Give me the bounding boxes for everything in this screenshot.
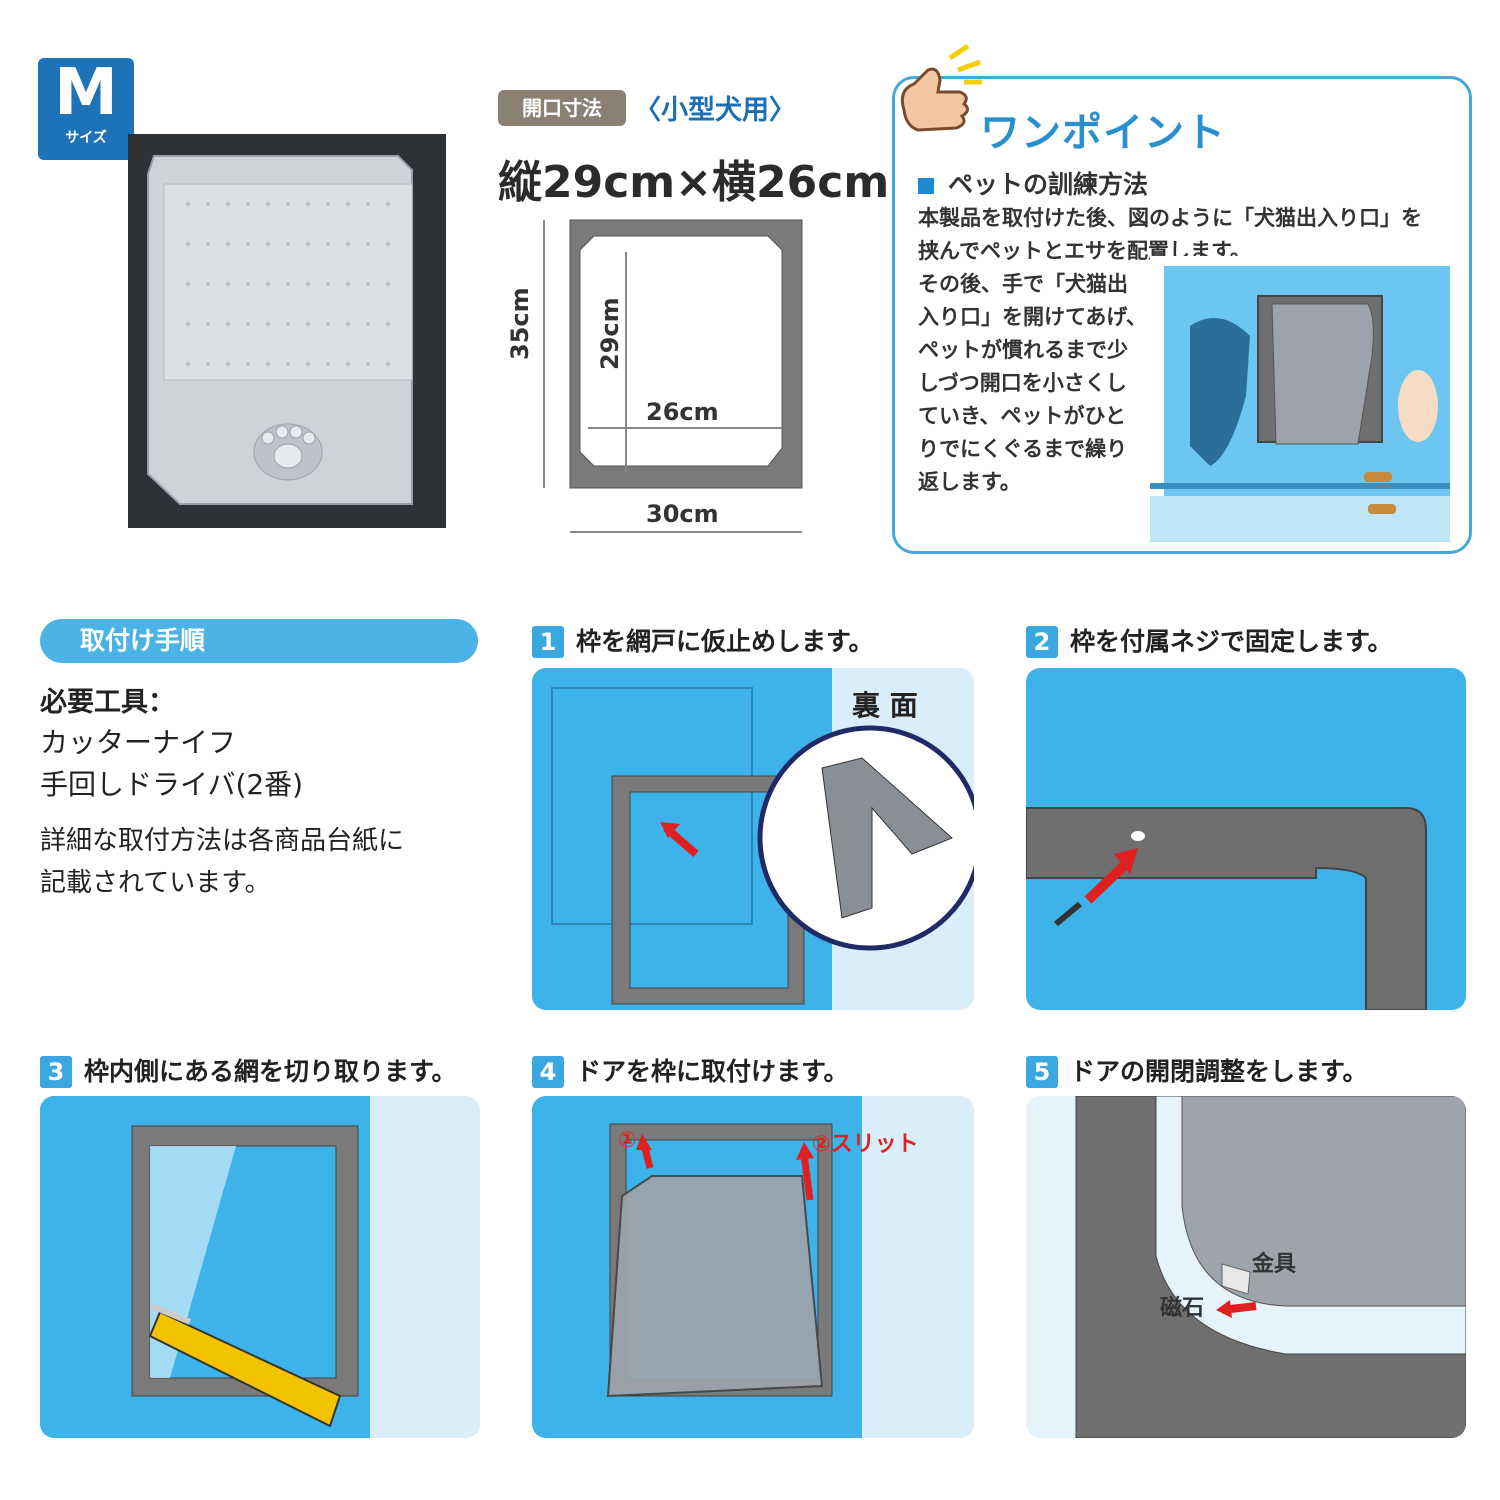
opening-tag: 開口寸法	[498, 90, 626, 126]
step-text: 枠内側にある網を切り取ります。	[84, 1057, 457, 1086]
use-label: 〈小型犬用〉	[634, 95, 796, 126]
tip-line-5: ペットが慣れるまで少	[918, 338, 1128, 362]
training-heading: ペットの訓練方法	[918, 165, 1148, 201]
step-5-heading: 5 ドアの開閉調整をします。	[1026, 1052, 1368, 1088]
tool-item: 手回しドライバ(2番)	[40, 768, 304, 801]
step-number: 5	[1026, 1056, 1058, 1088]
door-product-image	[128, 134, 446, 528]
tools-label: 必要工具：	[40, 687, 175, 718]
step-4-illustration	[532, 1096, 974, 1438]
step-3-illustration	[40, 1096, 480, 1438]
magnet-label: 磁石	[1160, 1296, 1205, 1321]
paw-icon	[253, 423, 323, 481]
tip-line-1: 本製品を取付けた後、図のように「犬猫出入り口」を	[918, 206, 1422, 230]
step-4-heading: 4 ドアを枠に取付けます。	[532, 1052, 849, 1088]
step-text: ドアを枠に取付けます。	[576, 1057, 849, 1086]
tip-line-4: 入り口」を開けてあげ、	[918, 305, 1147, 329]
size-badge: M サイズ	[38, 58, 134, 160]
detail-note: 詳細な取付方法は各商品台紙に 記載されています。	[40, 820, 404, 904]
callout-1: ①	[618, 1128, 637, 1153]
step-2-heading: 2 枠を付属ネジで固定します。	[1026, 622, 1393, 658]
step-text: 枠を網戸に仮止めします。	[576, 627, 874, 656]
step-text: 枠を付属ネジで固定します。	[1070, 627, 1393, 656]
inner-height-label: 29cm	[596, 297, 624, 370]
step-1-heading: 1 枠を網戸に仮止めします。	[532, 622, 874, 658]
size-sub: サイズ	[65, 130, 107, 146]
tip-line-8: りでにくぐるまで繰り	[918, 437, 1128, 461]
tip-line-6: しづつ開口を小さくし	[918, 371, 1127, 395]
step-number: 4	[532, 1056, 564, 1088]
bracket-label: 金具	[1252, 1252, 1297, 1277]
step-5-illustration	[1026, 1096, 1466, 1438]
tip-line-9: 返します。	[918, 470, 1021, 494]
outer-height-label: 35cm	[506, 287, 534, 360]
step-number: 1	[532, 626, 564, 658]
opening-dimensions: 縦29cm×横26cm	[498, 157, 890, 208]
thumbs-up-icon	[900, 43, 982, 132]
detail-line: 記載されています。	[40, 868, 271, 898]
step-3-heading: 3 枠内側にある網を切り取ります。	[40, 1052, 457, 1088]
tools-list: カッターナイフ 手回しドライバ(2番)	[40, 722, 303, 806]
outer-width-label: 30cm	[646, 500, 719, 528]
detail-line: 詳細な取付方法は各商品台紙に	[40, 826, 405, 856]
one-point-title: ワンポイント	[980, 110, 1226, 156]
inner-width-label: 26cm	[646, 398, 719, 426]
step-1-illustration	[532, 668, 974, 1010]
bullet-square-icon	[918, 178, 934, 194]
step-number: 2	[1026, 626, 1058, 658]
frame-dimension-diagram	[543, 219, 803, 533]
tip-line-7: ていき、ペットがひと	[918, 404, 1126, 428]
tip-line-3: その後、手で「犬猫出	[918, 272, 1128, 296]
training-heading-text: ペットの訓練方法	[948, 170, 1149, 199]
step-text: ドアの開閉調整をします。	[1070, 1057, 1368, 1086]
callout-slit: ②スリット	[812, 1132, 919, 1157]
size-letter: M	[54, 56, 118, 130]
training-illustration	[1150, 256, 1450, 542]
install-heading: 取付け手順	[40, 619, 478, 663]
step-2-illustration	[1026, 668, 1466, 1010]
tool-item: カッターナイフ	[40, 726, 237, 759]
back-side-label: 裏 面	[852, 689, 918, 722]
step-number: 3	[40, 1056, 72, 1088]
